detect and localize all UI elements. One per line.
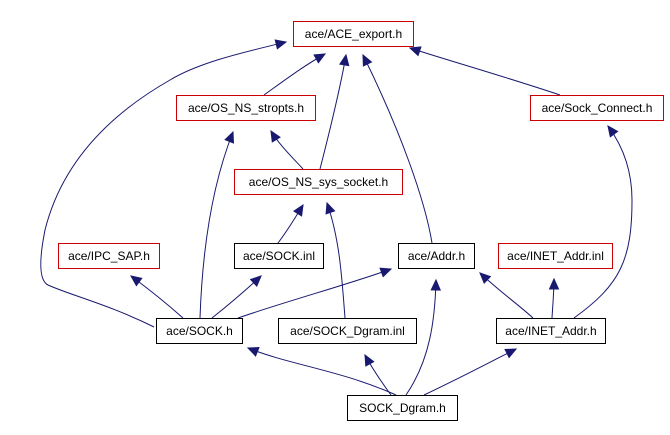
edge-line (40, 41, 287, 328)
edge-sock_dgram_h-to-sock_dgram_inl (364, 353, 392, 396)
edge-line (263, 53, 326, 96)
node-box (234, 243, 324, 269)
node-ipc-sap[interactable]: ace/IPC_SAP.h (58, 243, 160, 269)
node-box (58, 243, 160, 269)
node-sock-h[interactable]: ace/SOCK.h (156, 318, 243, 344)
arrowhead-icon (408, 46, 422, 57)
node-box (278, 318, 417, 344)
node-label: ace/ACE_export.h (305, 27, 402, 41)
edge-sock_dgram_h-to-inet_addr_h (423, 348, 518, 396)
edge-sock_connect-to-ace_export (408, 46, 561, 96)
arrowhead-icon (339, 53, 350, 67)
arrowhead-icon (479, 272, 492, 285)
node-label: ace/INET_Addr.h (505, 324, 596, 338)
node-label: ace/Sock_Connect.h (542, 101, 653, 115)
node-os-ns-stropts[interactable]: ace/OS_NS_stropts.h (176, 95, 316, 121)
node-box (530, 95, 664, 121)
node-sock-dgram-h: SOCK_Dgram.h (347, 395, 458, 421)
edge-line (409, 47, 561, 96)
node-inet-addr-inl[interactable]: ace/INET_Addr.inl (498, 243, 613, 269)
node-label: SOCK_Dgram.h (359, 401, 446, 415)
node-box (347, 395, 458, 421)
node-inet-addr-h[interactable]: ace/INET_Addr.h (496, 318, 606, 344)
node-box (293, 21, 414, 47)
edge-sock_dgram_h-to-addr (405, 278, 442, 396)
edge-line (573, 125, 633, 319)
edge-sock_h-to-addr (237, 267, 393, 319)
arrowhead-icon (313, 53, 327, 64)
node-addr[interactable]: ace/Addr.h (398, 243, 475, 269)
edge-sock_dgram_inl-to-os_ns_sys_socket (325, 201, 346, 319)
edge-inet_addr_h-to-addr (479, 272, 534, 319)
arrowhead-icon (274, 39, 288, 50)
node-label: ace/SOCK.h (166, 324, 233, 338)
node-box (398, 243, 475, 269)
edge-os_ns_sys_socket-to-os_ns_stropts (270, 129, 304, 170)
node-label: ace/INET_Addr.inl (507, 249, 604, 263)
node-sock-inl[interactable]: ace/SOCK.inl (234, 243, 324, 269)
arrowhead-icon (430, 278, 442, 291)
edge-line (319, 54, 347, 170)
node-label: ace/OS_NS_sys_socket.h (249, 175, 388, 189)
node-box (498, 243, 613, 269)
edge-sock_h-to-ipc_sap (130, 275, 184, 319)
arrowhead-icon (362, 53, 373, 67)
node-box (234, 169, 403, 195)
node-sock-dgram-inl[interactable]: ace/SOCK_Dgram.inl (278, 318, 417, 344)
arrowhead-icon (607, 125, 619, 138)
nodes-layer: ace/ACE_export.h ace/OS_NS_stropts.h ace/S… (58, 21, 664, 421)
edge-os_ns_sys_socket-to-ace_export (319, 53, 350, 170)
node-box (176, 95, 316, 121)
node-label: ace/IPC_SAP.h (68, 249, 150, 263)
node-box (156, 318, 243, 344)
arrowhead-icon (325, 201, 336, 215)
edge-line (405, 279, 437, 396)
arrowhead-icon (379, 267, 393, 278)
arrowhead-icon (249, 275, 262, 288)
edge-sock_h-to-sock_inl (211, 275, 262, 319)
node-label: ace/SOCK_Dgram.inl (290, 324, 405, 338)
node-box (496, 318, 606, 344)
edge-line (247, 347, 397, 396)
node-ace-export[interactable]: ace/ACE_export.h (293, 21, 414, 47)
edges-layer (40, 39, 633, 396)
edge-sock_dgram_h-to-sock_h (246, 347, 397, 396)
edge-line (423, 348, 517, 396)
edge-sock_inl-to-os_ns_sys_socket (277, 203, 304, 244)
arrowhead-icon (504, 348, 518, 359)
arrowhead-icon (548, 277, 560, 290)
arrowhead-icon (364, 353, 375, 367)
arrowhead-icon (270, 129, 281, 143)
arrowhead-icon (246, 347, 260, 357)
edge-line (199, 131, 234, 319)
edge-inet_addr_h-to-sock_connect (573, 125, 633, 319)
edge-line (237, 268, 392, 319)
node-sock-connect[interactable]: ace/Sock_Connect.h (530, 95, 664, 121)
edge-sock_h-to-ace_export (40, 39, 288, 328)
arrowhead-icon (130, 275, 143, 287)
node-label: ace/SOCK.inl (243, 249, 315, 263)
node-label: ace/Addr.h (408, 249, 465, 263)
arrowhead-icon (224, 130, 235, 144)
edge-line (326, 202, 346, 319)
edge-line (362, 54, 433, 244)
node-label: ace/OS_NS_stropts.h (188, 101, 304, 115)
arrowhead-icon (293, 203, 304, 217)
node-os-ns-sys-socket[interactable]: ace/OS_NS_sys_socket.h (234, 169, 403, 195)
edge-addr-to-ace_export (362, 53, 433, 244)
edge-sock_h-to-os_ns_stropts (199, 130, 235, 319)
edge-inet_addr_h-to-inet_addr_inl (548, 277, 560, 319)
edge-os_ns_stropts-to-ace_export (263, 53, 327, 96)
